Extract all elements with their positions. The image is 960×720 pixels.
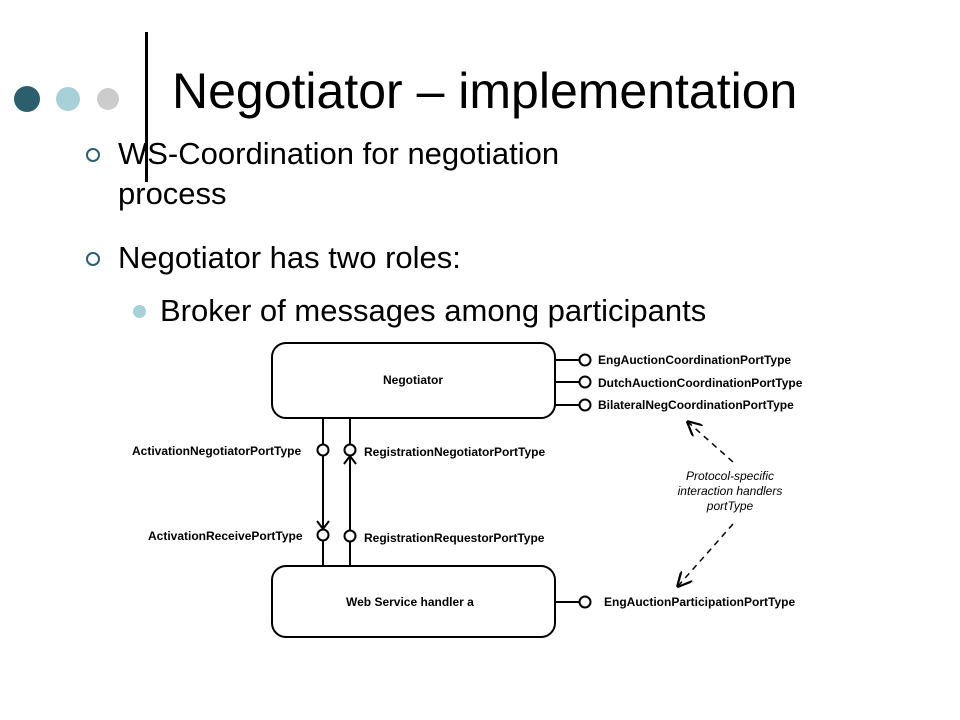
- port-label-bilateral-coordination: BilateralNegCoordinationPortType: [598, 398, 794, 412]
- registration-requestor-circle: [343, 529, 357, 543]
- bullet-2: Negotiator has two roles:: [118, 238, 461, 278]
- bullet-1-line1: WS-Coordination for negotiation: [118, 136, 560, 171]
- note-line-3: portType: [706, 499, 754, 513]
- decor-dot-light: [56, 87, 80, 111]
- bullet-1-line2: process: [118, 175, 227, 211]
- note-arrow-down: [679, 523, 734, 585]
- sub-bullet: Broker of messages among participants: [160, 293, 707, 328]
- participation-port-circle: [578, 595, 592, 609]
- negotiator-box-label: Negotiator: [383, 373, 443, 387]
- bullet-marker-1: [86, 148, 100, 162]
- activation-receive-label: ActivationReceivePortType: [148, 529, 303, 543]
- bullet-2-line1: Negotiator has two roles:: [118, 240, 461, 275]
- participation-port-label: EngAuctionParticipationPortType: [604, 595, 795, 609]
- registration-requestor-label: RegistrationRequestorPortType: [364, 531, 545, 545]
- decor-dot-grey: [97, 88, 119, 110]
- negotiator-box: [271, 342, 556, 419]
- slide-title: Negotiator – implementation: [172, 63, 798, 119]
- registration-negotiator-label: RegistrationNegotiatorPortType: [364, 445, 545, 459]
- port-label-eng-coordination: EngAuctionCoordinationPortType: [598, 353, 791, 367]
- decor-dot-dark: [14, 86, 40, 112]
- title-divider: [145, 32, 148, 182]
- handler-box-label: Web Service handler a: [346, 595, 474, 609]
- note-line-2: interaction handlers: [678, 484, 783, 498]
- note-arrow-up: [689, 423, 734, 463]
- bullet-1: WS-Coordination for negotiation process: [118, 134, 559, 213]
- bullet-marker-2: [86, 252, 100, 266]
- sub-bullet-marker: [133, 305, 146, 318]
- port-circle-1: [578, 353, 592, 367]
- registration-negotiator-circle: [343, 443, 357, 457]
- activation-negotiator-label: ActivationNegotiatorPortType: [132, 444, 301, 458]
- note-line-1: Protocol-specific: [686, 469, 774, 483]
- activation-receive-circle: [316, 528, 330, 542]
- port-label-dutch-coordination: DutchAuctionCoordinationPortType: [598, 376, 803, 390]
- activation-negotiator-circle: [316, 443, 330, 457]
- port-circle-2: [578, 375, 592, 389]
- port-circle-3: [578, 398, 592, 412]
